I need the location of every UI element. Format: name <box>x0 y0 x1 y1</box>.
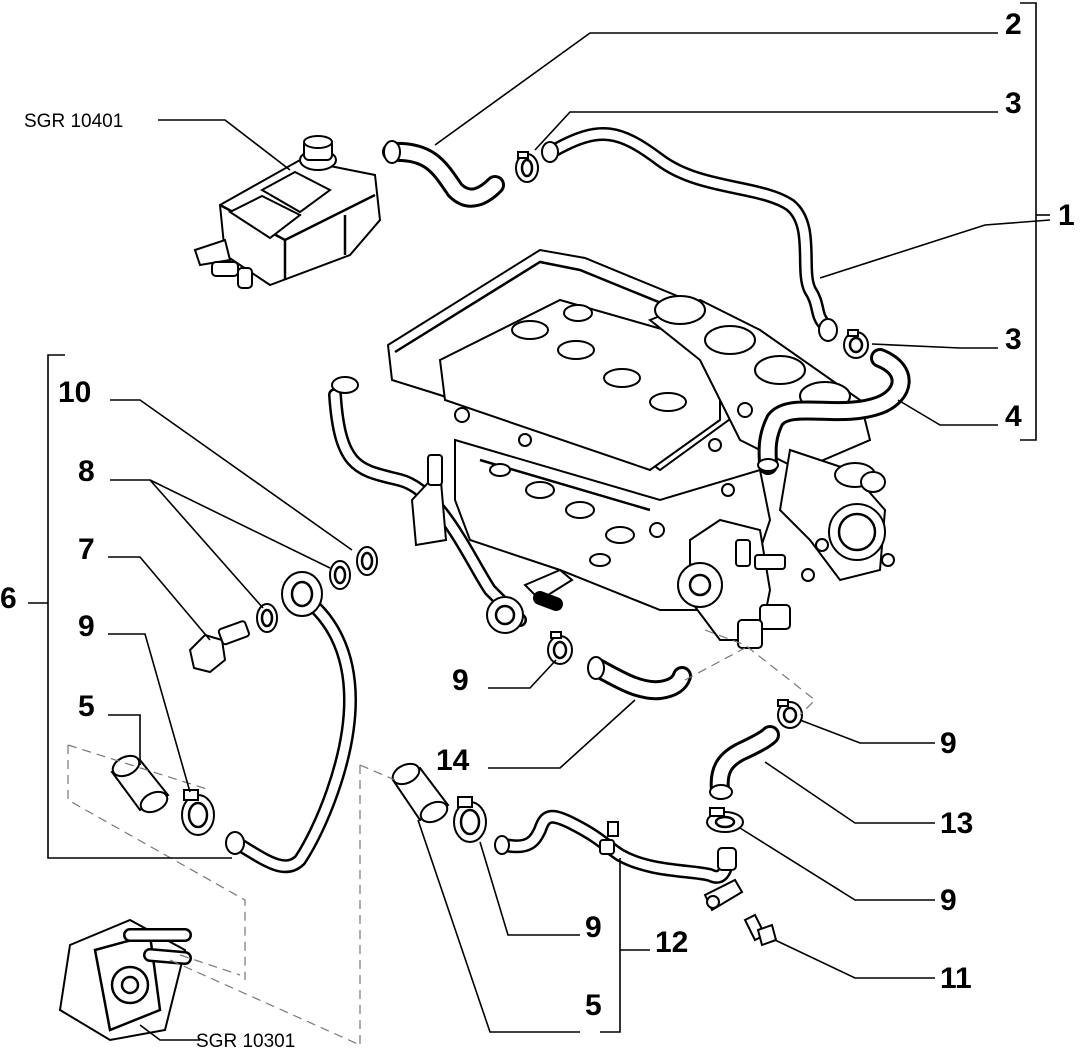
washer-10 <box>356 546 378 576</box>
clamp-9-upper-right <box>777 699 803 729</box>
hose-2 <box>382 140 505 208</box>
callout-3-right: 3 <box>1005 323 1022 356</box>
callout-9-lower: 9 <box>585 911 602 944</box>
callout-11: 11 <box>940 962 972 995</box>
tank-ref-label: SGR 10401 <box>24 111 123 132</box>
clamp-9-lower <box>453 796 487 843</box>
callout-2: 2 <box>1005 8 1022 41</box>
clamp-9-mid <box>547 631 573 665</box>
bracket-group-12 <box>600 858 650 1033</box>
sleeve-5-left <box>110 754 170 814</box>
oil-cooler <box>58 918 192 1042</box>
washer-8-upper <box>329 560 351 590</box>
callout-14: 14 <box>436 744 470 777</box>
callout-5-left: 5 <box>78 690 95 723</box>
callout-13: 13 <box>940 807 973 840</box>
callout-8: 8 <box>78 455 95 488</box>
expansion-tank <box>193 135 382 289</box>
clamp-3-right <box>843 329 869 359</box>
callout-1: 1 <box>1058 199 1075 232</box>
oil-cooler-ref-label: SGR 10301 <box>196 1031 295 1052</box>
callout-5-middle: 5 <box>585 989 602 1022</box>
bolt-11 <box>743 913 778 947</box>
callout-4: 4 <box>1005 400 1022 433</box>
dashed-guides <box>67 629 816 1050</box>
hose-13 <box>709 725 780 800</box>
callout-3-top: 3 <box>1005 87 1022 120</box>
callout-9-upper-right: 9 <box>940 727 957 760</box>
callout-labels: SGR 10401 SGR 10301 2 3 1 3 4 10 8 7 6 9… <box>0 8 1075 1052</box>
pipe-12 <box>494 809 744 912</box>
clamp-9-left <box>181 789 215 836</box>
callout-6: 6 <box>0 582 17 615</box>
callout-9-mid: 9 <box>452 664 469 697</box>
washer-8-lower <box>256 603 278 633</box>
clamp-9-lower-right <box>706 807 744 833</box>
pipe-6 <box>225 571 357 874</box>
clamp-3-top <box>515 151 539 183</box>
callout-9-lower-right: 9 <box>940 884 957 917</box>
bracket-group-6 <box>28 354 232 859</box>
engine-block <box>328 248 895 649</box>
callout-9-left: 9 <box>78 610 95 643</box>
hose-4 <box>757 348 911 475</box>
hose-14 <box>587 656 692 701</box>
leader-lines <box>108 32 1051 1041</box>
sleeve-5-middle <box>391 762 450 824</box>
callout-7: 7 <box>78 533 95 566</box>
pipe-1 <box>541 127 838 342</box>
callout-12: 12 <box>655 926 688 959</box>
bolt-7 <box>188 620 250 674</box>
callout-10: 10 <box>58 376 91 409</box>
